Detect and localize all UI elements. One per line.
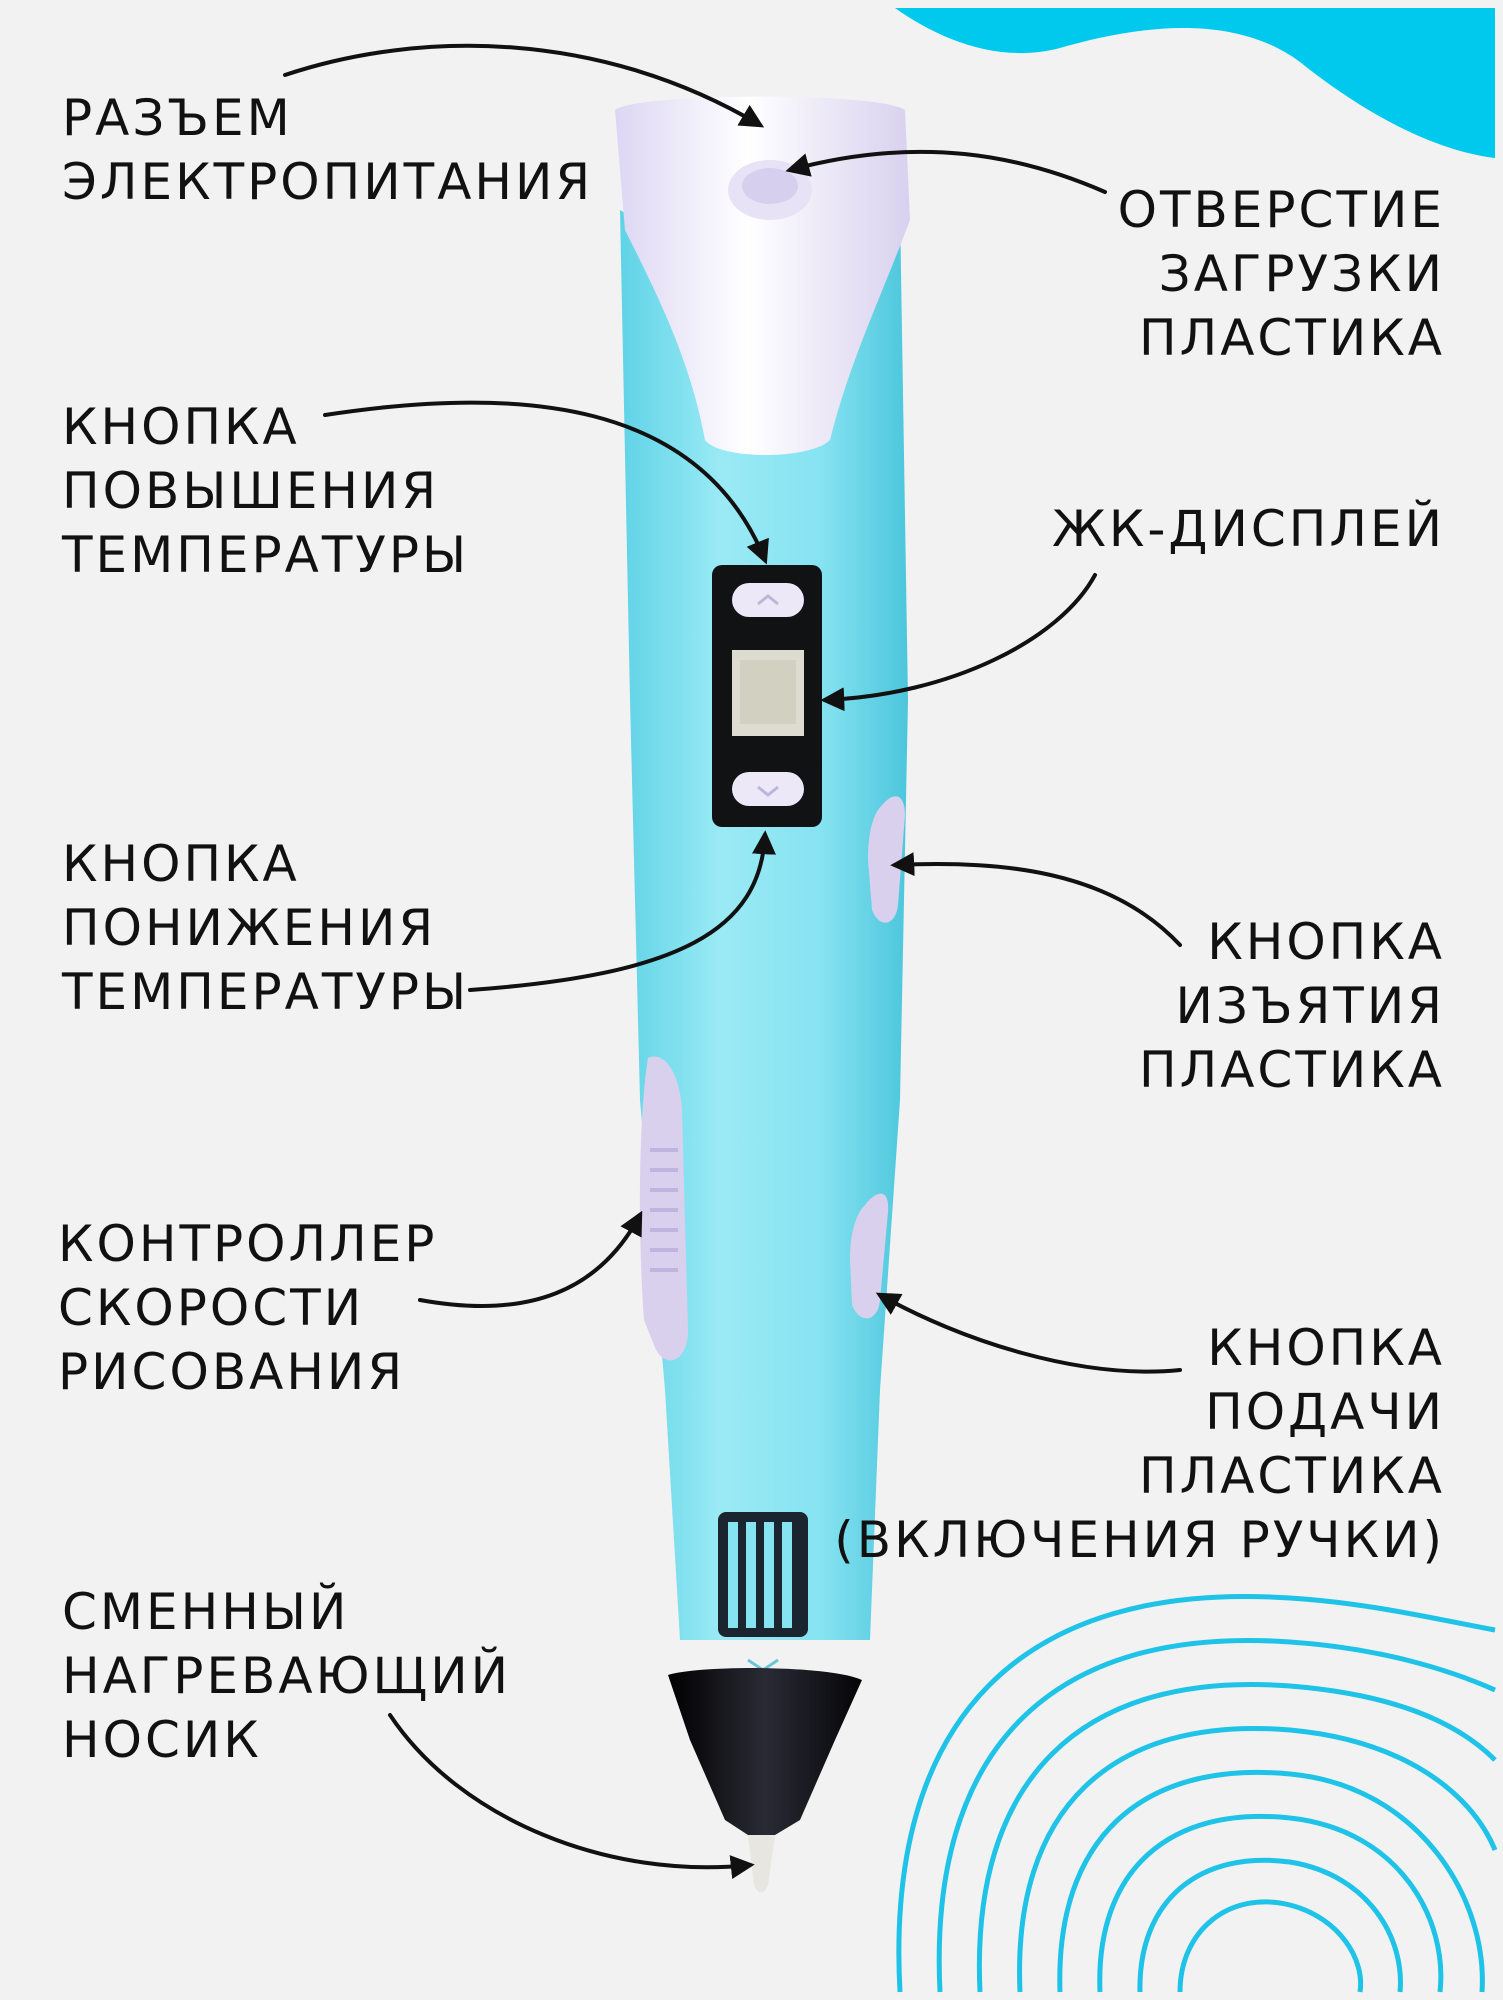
heated-nozzle-shape (668, 1668, 862, 1835)
arrow-eject (890, 852, 1182, 947)
label-plastic-eject-button: КНОПКА ИЗЪЯТИЯ ПЛАСТИКА (1139, 913, 1445, 1099)
arrow-feed (875, 1292, 1182, 1374)
pen-body (620, 210, 908, 1640)
arrow-temp-down (468, 830, 776, 992)
temp-down-button-shape (732, 772, 804, 806)
label-plastic-feed-button: КНОПКА ПОДАЧИ ПЛАСТИКА (ВКЛЮЧЕНИЯ РУЧКИ) (834, 1319, 1445, 1569)
arrow-lcd (820, 573, 1097, 712)
label-lcd-display: ЖК-ДИСПЛЕЙ (1052, 500, 1445, 558)
label-power-connector: РАЗЪЕМ ЭЛЕКТРОПИТАНИЯ (62, 89, 594, 211)
callout-arrows (283, 43, 1182, 1879)
arrow-temp-up (323, 400, 769, 565)
label-speed-controller: КОНТРОЛЛЕР СКОРОСТИ РИСОВАНИЯ (58, 1215, 438, 1401)
feed-button-shape (850, 1193, 889, 1319)
eject-button-shape (868, 796, 905, 923)
arrow-speed (418, 1210, 643, 1308)
accent-wave-shape (895, 8, 1495, 158)
3d-pen (615, 96, 910, 1893)
pen-cap (615, 96, 910, 455)
label-plastic-loading-hole: ОТВЕРСТИЕ ЗАГРУЗКИ ПЛАСТИКА (1117, 181, 1445, 367)
arrow-power-connector (283, 43, 765, 128)
label-temp-down-button: КНОПКА ПОНИЖЕНИЯ ТЕМПЕРАТУРЫ (62, 835, 470, 1021)
label-heated-nozzle: СМЕННЫЙ НАГРЕВАЮЩИЙ НОСИК (62, 1583, 512, 1769)
arrow-loading-hole (785, 149, 1107, 194)
temp-up-button-shape (732, 583, 804, 617)
arrow-nozzle (388, 1713, 755, 1879)
concentric-arcs-decoration (896, 1594, 1498, 1993)
label-temp-up-button: КНОПКА ПОВЫШЕНИЯ ТЕМПЕРАТУРЫ (62, 398, 470, 584)
